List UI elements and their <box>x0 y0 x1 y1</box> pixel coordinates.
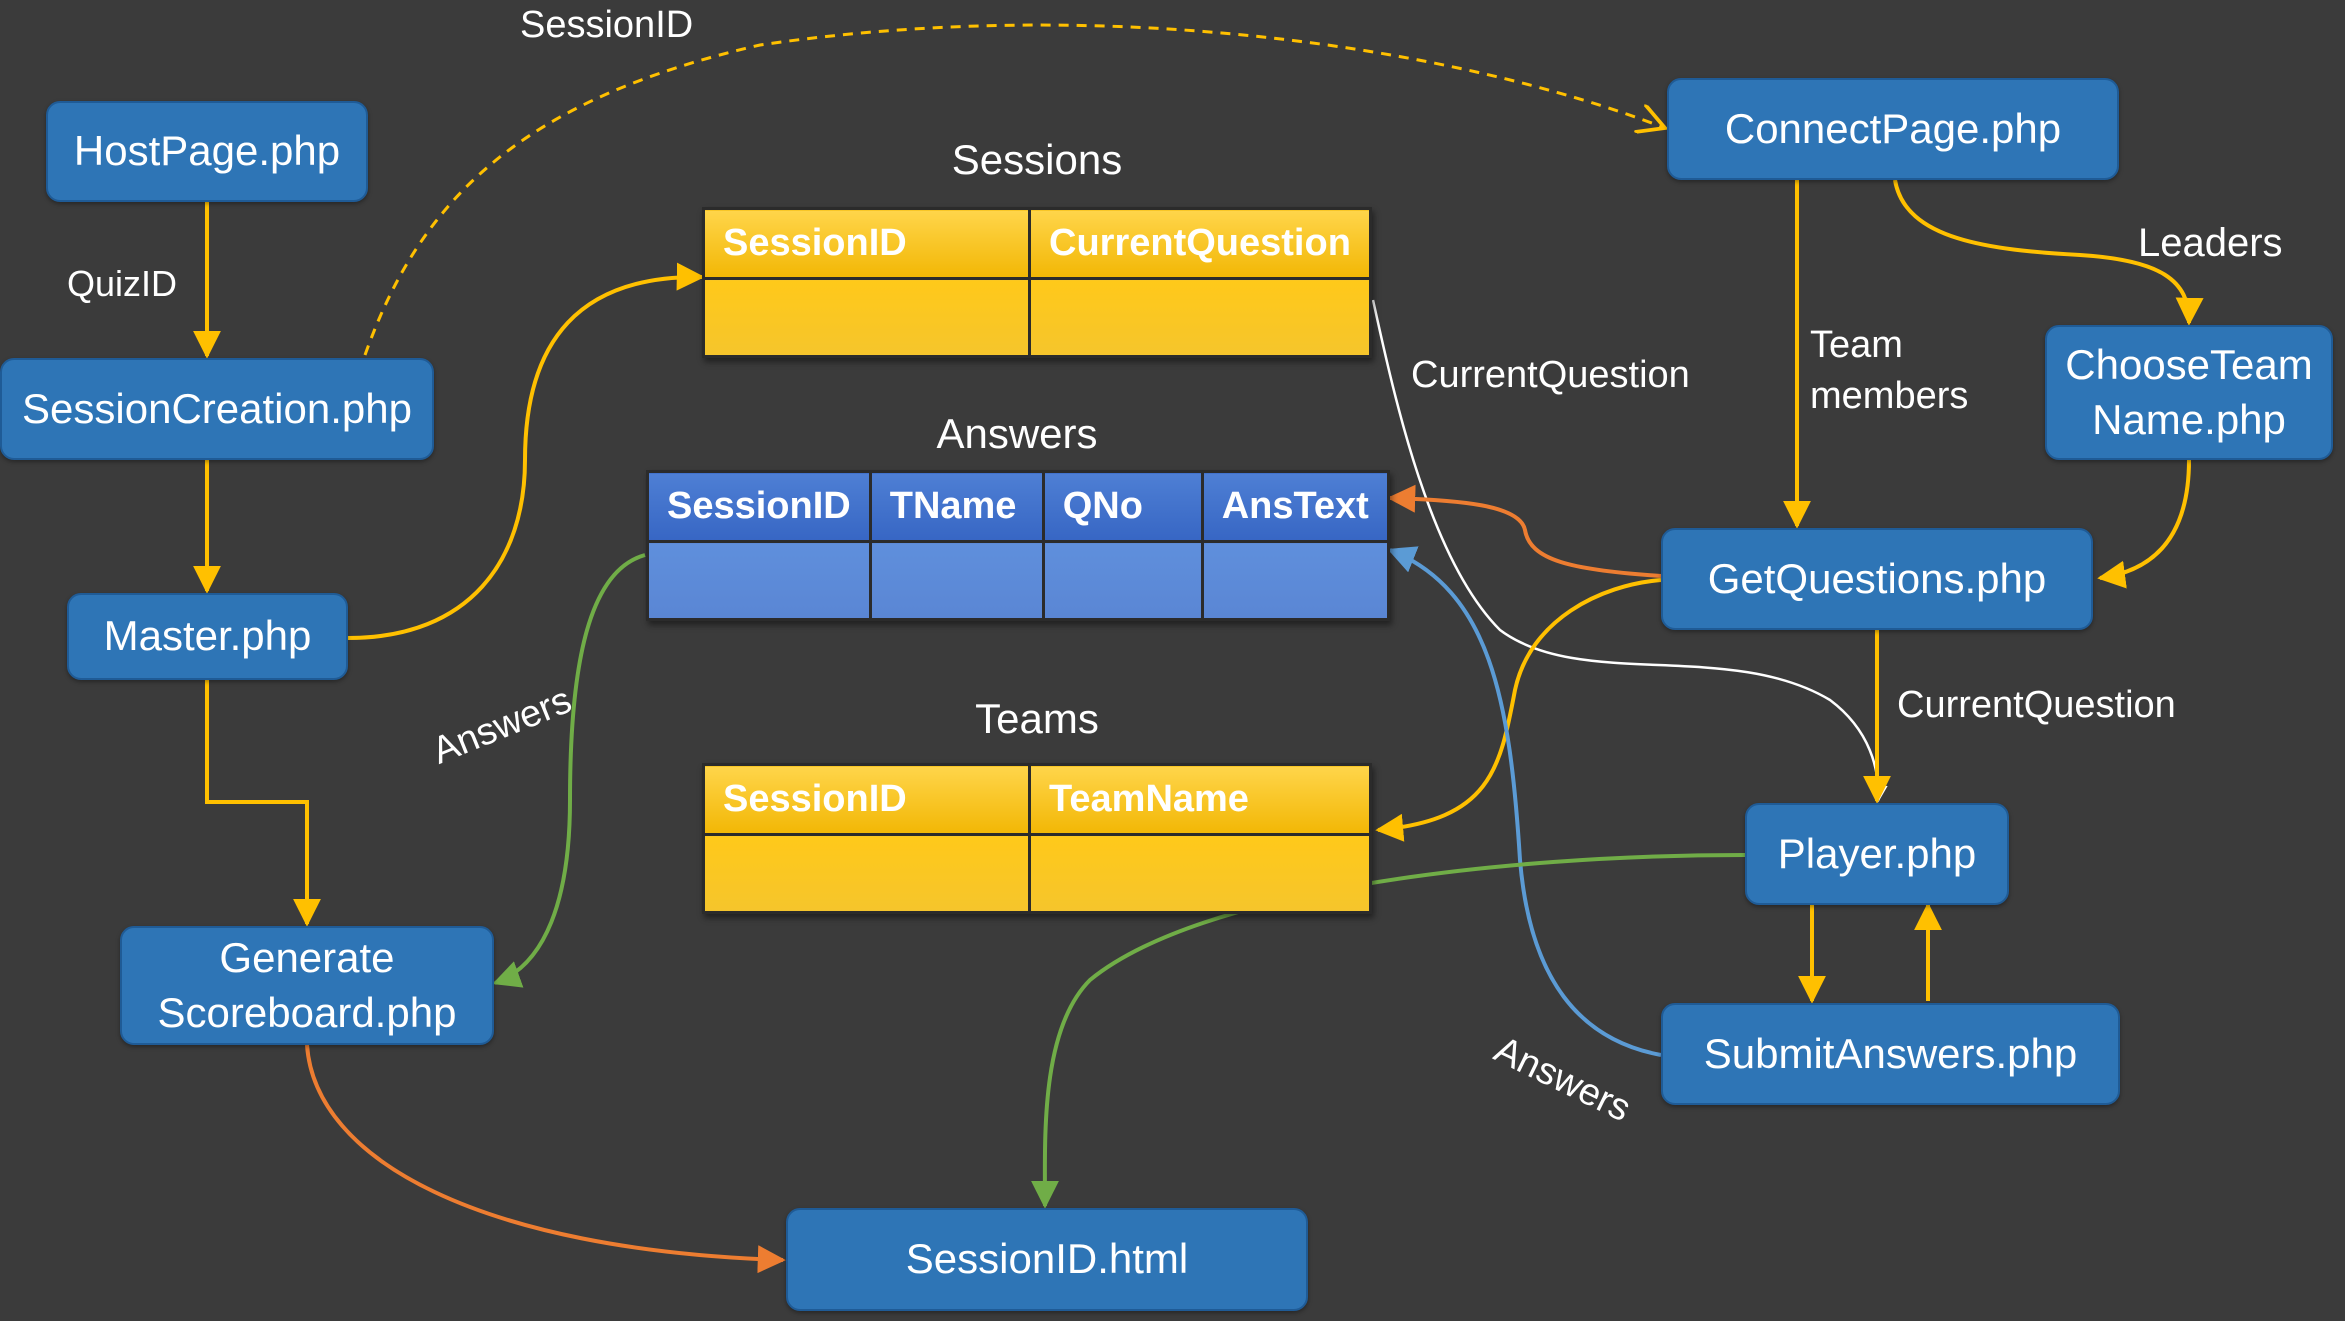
teams-col-sessionid: SessionID <box>702 763 1031 836</box>
arrow-player-to-html <box>1030 853 1746 1209</box>
label-currentquestion-sessions: CurrentQuestion <box>1411 354 1690 396</box>
sessions-col-currentquestion: CurrentQuestion <box>1028 207 1372 280</box>
teams-col-teamname: TeamName <box>1028 763 1372 836</box>
label-currentquestion-player: CurrentQuestion <box>1897 684 2176 726</box>
arrow-chooseteam-to-getquestions <box>2097 459 2191 589</box>
answers-col-anstext: AnsText <box>1200 470 1391 543</box>
sessions-cell <box>1028 277 1372 358</box>
answers-col-qno: QNo <box>1041 470 1204 543</box>
connectpage-node: ConnectPage.php <box>1667 78 2119 180</box>
arrow-scoreboard-to-html <box>305 1044 786 1274</box>
player-node: Player.php <box>1745 803 2009 905</box>
arrow-connect-to-chooseteam <box>1893 179 2204 326</box>
arrow-answers-to-scoreboard <box>492 553 646 988</box>
sessions-table-title: Sessions <box>951 136 1123 183</box>
generate-scoreboard-node: Generate Scoreboard.php <box>120 926 494 1045</box>
arrow-master-to-scoreboard <box>205 680 321 927</box>
answers-col-sessionid: SessionID <box>646 470 872 543</box>
hostpage-node: HostPage.php <box>46 101 368 202</box>
teams-cell <box>702 833 1031 914</box>
arrow-submit-to-answers <box>1387 546 1662 1057</box>
teams-table-title: Teams <box>975 695 1099 742</box>
sessions-col-sessionid: SessionID <box>702 207 1031 280</box>
answers-table: SessionID TName QNo AnsText <box>646 470 1391 621</box>
getquestions-node: GetQuestions.php <box>1661 528 2093 630</box>
teams-table: SessionID TeamName <box>702 763 1372 914</box>
arrow-getquestions-to-teams <box>1375 578 1662 842</box>
arrow-getquestions-to-answers <box>1387 484 1662 578</box>
answers-cell <box>1041 540 1204 621</box>
master-node: Master.php <box>67 593 348 680</box>
arrow-sessions-to-player <box>1371 299 1888 803</box>
sessionid-html-node: SessionID.html <box>786 1208 1308 1311</box>
answers-table-title: Answers <box>936 410 1098 457</box>
submitanswers-node: SubmitAnswers.php <box>1661 1003 2120 1105</box>
answers-cell <box>1200 540 1391 621</box>
answers-col-tname: TName <box>868 470 1045 543</box>
label-leaders: Leaders <box>2138 221 2283 265</box>
sessioncreation-node: SessionCreation.php <box>0 358 434 460</box>
label-team-members: Team members <box>1810 324 1969 418</box>
arrow-master-to-sessions <box>347 262 705 640</box>
answers-cell <box>868 540 1045 621</box>
label-quizid: QuizID <box>67 263 178 304</box>
sessions-cell <box>702 277 1031 358</box>
chooseteamname-node: ChooseTeam Name.php <box>2045 325 2333 460</box>
sessions-table: SessionID CurrentQuestion <box>702 207 1372 358</box>
answers-cell <box>646 540 872 621</box>
label-sessionid: SessionID <box>520 4 694 46</box>
teams-cell <box>1028 833 1372 914</box>
